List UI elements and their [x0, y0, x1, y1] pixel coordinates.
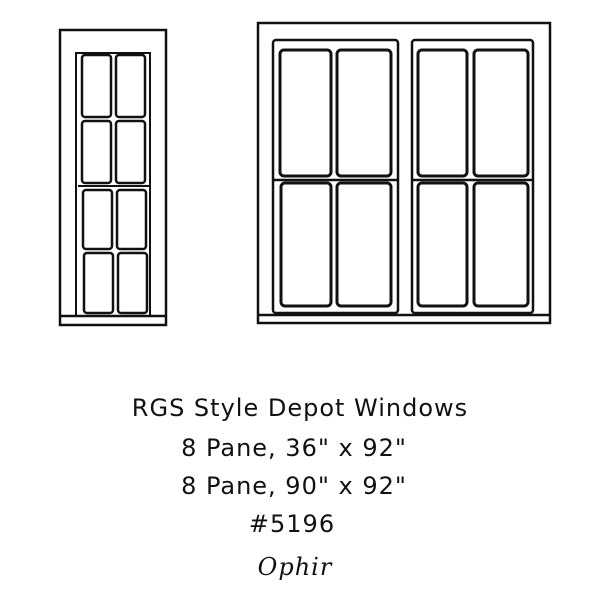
spec-line-2: 8 Pane, 90" x 92" [181, 472, 407, 500]
wide-window-drawing [256, 21, 552, 325]
narrow-window-drawing [58, 28, 168, 327]
brand-name: Ophir [257, 553, 333, 581]
product-title: RGS Style Depot Windows [131, 394, 469, 422]
spec-line-1: 8 Pane, 36" x 92" [181, 434, 407, 462]
part-number: #5196 [248, 510, 336, 538]
window-drawings [58, 21, 552, 327]
